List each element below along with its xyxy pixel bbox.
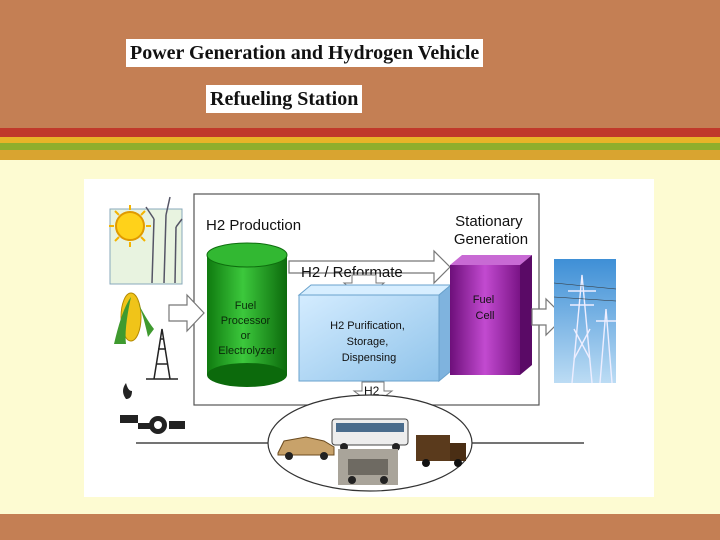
humvee-icon	[338, 449, 398, 485]
power-tower-icon	[554, 259, 616, 383]
decor-stripe-red	[0, 128, 720, 137]
slide-title-line2: Refueling Station	[206, 85, 362, 113]
corn-icon	[114, 293, 154, 344]
oil-derrick-icon	[146, 329, 178, 379]
stationary-generation-label: Stationary Generation	[454, 213, 528, 248]
sun-icon	[109, 205, 151, 247]
solar-wind-icon	[109, 197, 182, 344]
pipeline-valve-icon	[120, 415, 185, 434]
decor-stripe-green	[0, 143, 720, 150]
title-header: Power Generation and Hydrogen Vehicle Re…	[0, 0, 720, 128]
slide-title-line1: Power Generation and Hydrogen Vehicle	[126, 39, 483, 67]
decor-stripe-gold	[0, 150, 720, 160]
footer-bar	[0, 514, 720, 540]
purification-storage-box	[299, 285, 451, 381]
h2-production-label: H2 Production	[206, 217, 301, 234]
diagram-panel: H2 Production Fuel Processor or Electrol…	[84, 179, 654, 497]
gas-flame-icon	[123, 383, 132, 399]
